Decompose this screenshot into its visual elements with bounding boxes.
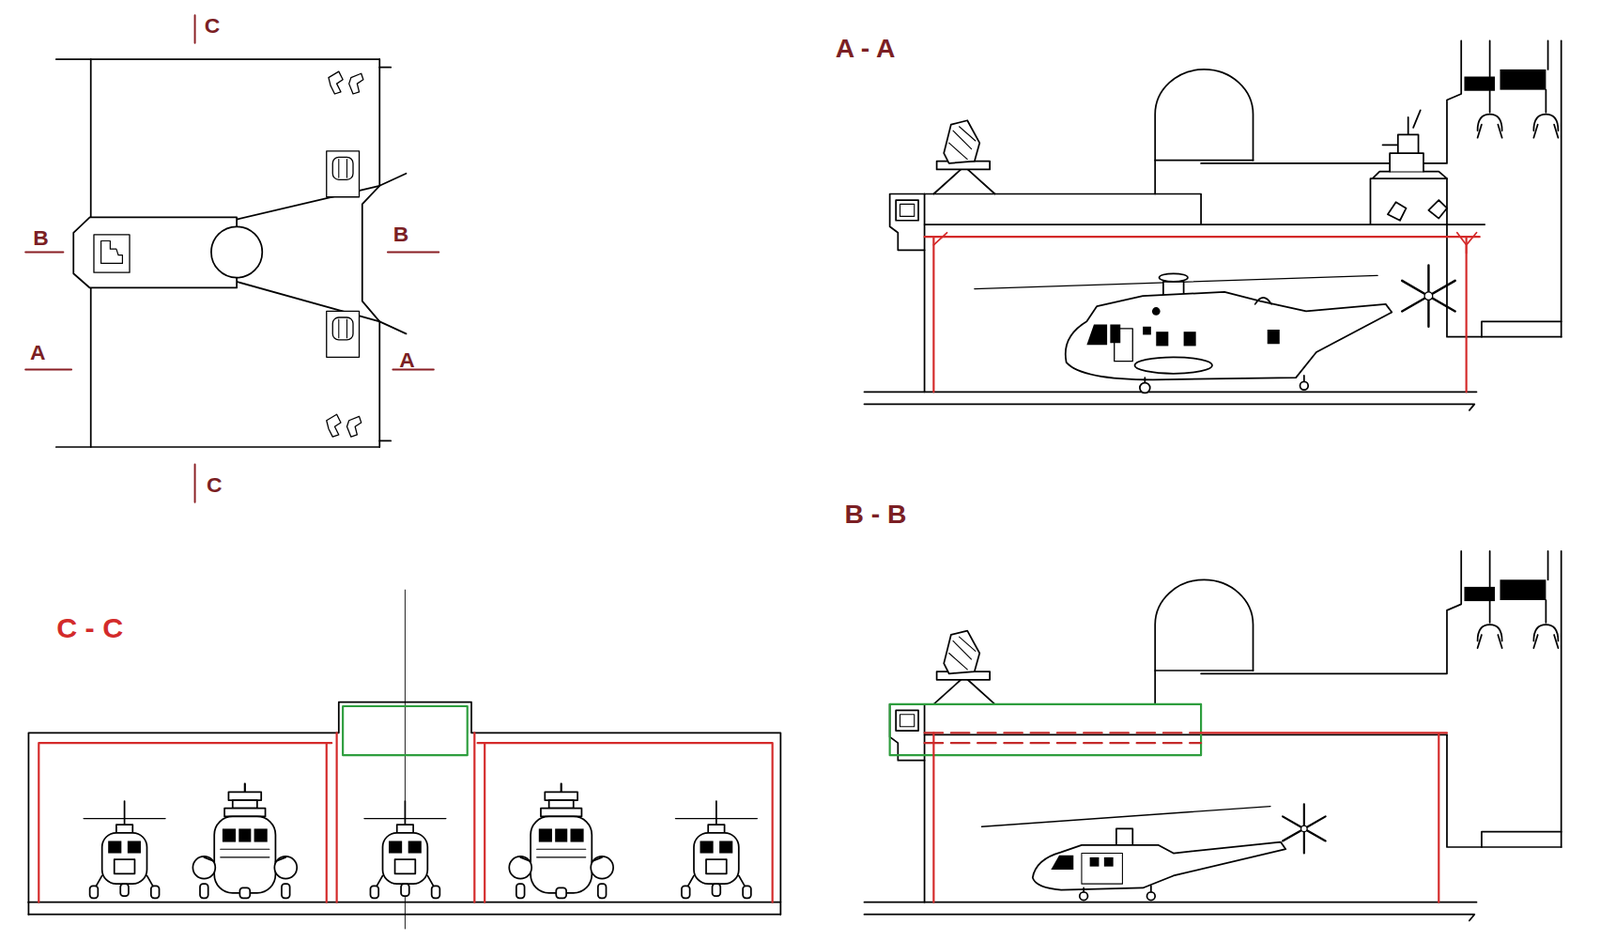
section-mark: C: [204, 15, 220, 37]
section-mark: A: [30, 341, 46, 364]
section-mark: B: [393, 222, 409, 245]
section-mark: B: [32, 227, 48, 249]
section-mark: A: [399, 348, 415, 370]
section-title: C - C: [56, 613, 124, 642]
section-c-c: [28, 589, 781, 929]
section-b-b: [863, 551, 1561, 921]
section-mark: C: [206, 474, 222, 496]
section-title: A - A: [835, 34, 896, 62]
plan-view: [25, 15, 439, 502]
section-a-a: [863, 40, 1561, 410]
section-title: B - B: [844, 500, 907, 527]
